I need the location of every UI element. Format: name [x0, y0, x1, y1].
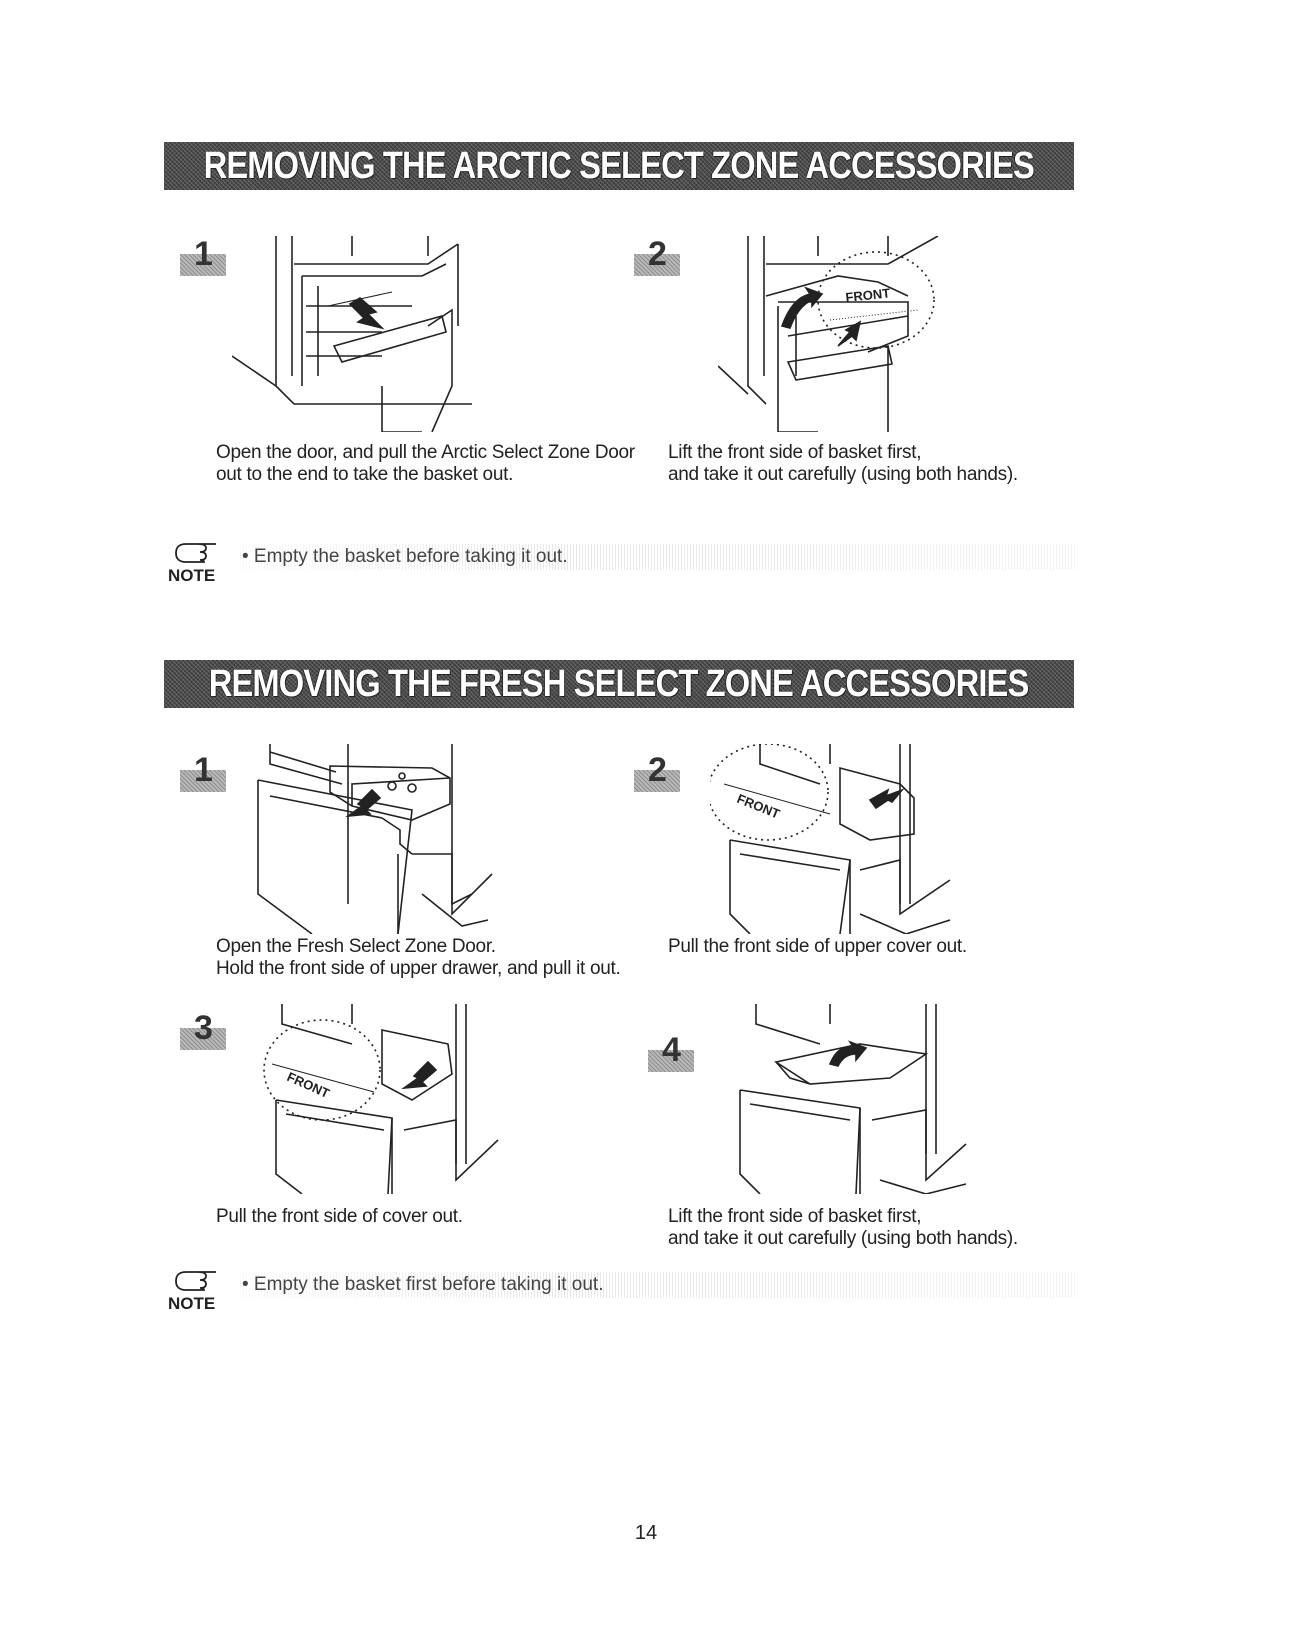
step-number-badge: 4: [648, 1031, 694, 1072]
page-number: 14: [634, 1522, 658, 1544]
note-text: • Empty the basket before taking it out.: [242, 546, 568, 567]
step-caption: Pull the front side of cover out.: [216, 1206, 463, 1227]
section-title-arctic: REMOVING THE ARCTIC SELECT ZONE ACCESSOR…: [164, 142, 1074, 190]
illustration-fresh-step-2: FRONT: [710, 744, 980, 934]
pointing-hand-icon: [175, 1271, 216, 1291]
note-arctic: NOTE • Empty the basket before taking it…: [168, 538, 1076, 585]
step-caption: Open the door, and pull the Arctic Selec…: [216, 442, 635, 485]
section-title-fresh: REMOVING THE FRESH SELECT ZONE ACCESSORI…: [164, 660, 1074, 708]
note-label: NOTE: [168, 1294, 216, 1313]
section-title-text: REMOVING THE FRESH SELECT ZONE ACCESSORI…: [209, 662, 1030, 705]
note-fresh: NOTE • Empty the basket first before tak…: [168, 1266, 1076, 1313]
illustration-fresh-step-3: FRONT: [262, 1004, 522, 1194]
front-label: FRONT: [735, 791, 782, 822]
illustration-arctic-step-2: FRONT: [718, 236, 978, 432]
illustration-arctic-step-1: [232, 236, 492, 432]
step-caption: Pull the front side of upper cover out.: [668, 936, 967, 957]
step-number-badge: 1: [180, 751, 226, 792]
note-label: NOTE: [168, 566, 216, 585]
step-caption: Open the Fresh Select Zone Door. Hold th…: [216, 936, 621, 979]
illustration-fresh-step-4: [730, 1004, 990, 1194]
step-caption: Lift the front side of basket first, and…: [668, 442, 1018, 485]
illustration-fresh-step-1: [252, 744, 522, 934]
step-number-badge: 2: [634, 235, 680, 276]
step-caption: Lift the front side of basket first, and…: [668, 1206, 1018, 1249]
section-title-text: REMOVING THE ARCTIC SELECT ZONE ACCESSOR…: [203, 144, 1035, 187]
front-label: FRONT: [845, 285, 891, 305]
step-number-badge: 1: [180, 235, 226, 276]
note-text: • Empty the basket first before taking i…: [242, 1274, 604, 1295]
step-number-badge: 2: [634, 751, 680, 792]
pointing-hand-icon: [175, 543, 216, 563]
step-number-badge: 3: [180, 1009, 226, 1050]
